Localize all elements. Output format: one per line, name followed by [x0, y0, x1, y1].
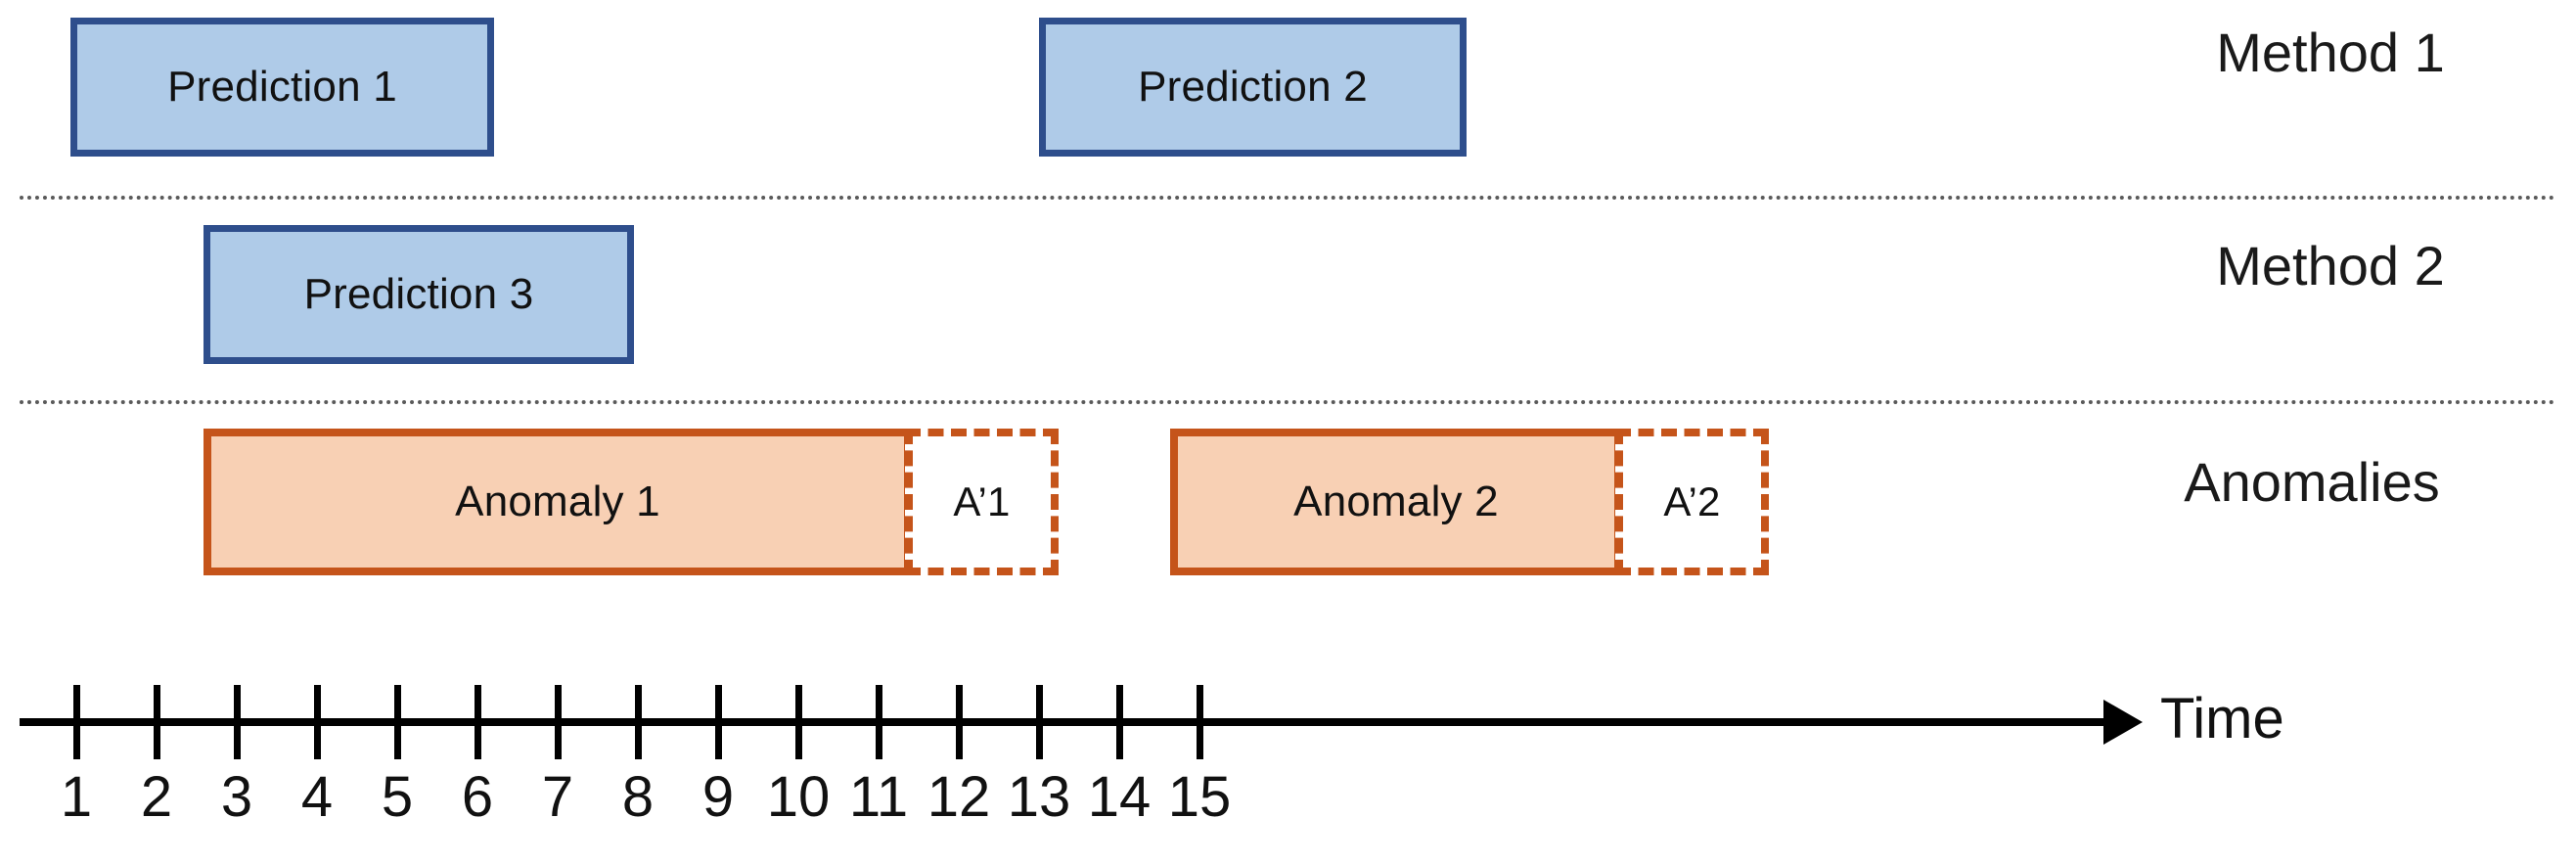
row-label-method-1: Method 1: [2216, 22, 2445, 83]
axis-tick-label-15: 15: [1167, 765, 1232, 829]
prediction-2-label: Prediction 2: [1138, 63, 1368, 111]
axis-tick-5: [394, 685, 401, 759]
time-axis-line: [20, 718, 2113, 726]
axis-tick-8: [635, 685, 642, 759]
axis-tick-label-9: 9: [701, 765, 735, 829]
axis-tick-label-8: 8: [621, 765, 655, 829]
prediction-2-box[interactable]: Prediction 2: [1039, 18, 1467, 157]
axis-tick-4: [314, 685, 321, 759]
separator-1: [20, 196, 2556, 200]
axis-tick-15: [1197, 685, 1203, 759]
axis-tick-label-5: 5: [381, 765, 414, 829]
axis-tick-13: [1036, 685, 1043, 759]
anomaly-2-extension-box[interactable]: A’2: [1615, 429, 1769, 575]
axis-tick-6: [475, 685, 481, 759]
prediction-1-label: Prediction 1: [167, 63, 397, 111]
anomaly-2-box[interactable]: Anomaly 2: [1170, 429, 1622, 575]
axis-tick-label-12: 12: [926, 765, 991, 829]
axis-tick-10: [795, 685, 802, 759]
axis-tick-label-13: 13: [1007, 765, 1071, 829]
time-axis-title: Time: [2160, 687, 2284, 750]
axis-tick-label-4: 4: [300, 765, 334, 829]
axis-tick-11: [876, 685, 882, 759]
axis-tick-label-1: 1: [60, 765, 93, 829]
axis-tick-label-10: 10: [766, 765, 831, 829]
anomaly-1-extension-label: A’1: [953, 478, 1011, 524]
axis-tick-14: [1116, 685, 1123, 759]
axis-tick-label-3: 3: [220, 765, 253, 829]
row-label-anomalies: Anomalies: [2184, 451, 2440, 513]
anomaly-2-extension-label: A’2: [1663, 478, 1721, 524]
separator-2: [20, 400, 2556, 404]
anomaly-1-label: Anomaly 1: [455, 477, 660, 525]
axis-tick-label-11: 11: [848, 765, 909, 829]
time-axis-arrow-icon: [2103, 700, 2143, 745]
prediction-3-box[interactable]: Prediction 3: [203, 225, 634, 364]
anomaly-2-label: Anomaly 2: [1293, 477, 1499, 525]
axis-tick-7: [555, 685, 562, 759]
axis-tick-label-14: 14: [1087, 765, 1152, 829]
row-label-method-2: Method 2: [2216, 235, 2445, 296]
anomaly-1-extension-box[interactable]: A’1: [905, 429, 1059, 575]
axis-tick-2: [154, 685, 160, 759]
axis-tick-1: [73, 685, 80, 759]
axis-tick-label-6: 6: [461, 765, 494, 829]
anomaly-1-box[interactable]: Anomaly 1: [203, 429, 912, 575]
prediction-1-box[interactable]: Prediction 1: [70, 18, 494, 157]
axis-tick-9: [715, 685, 722, 759]
axis-tick-12: [956, 685, 963, 759]
axis-tick-label-7: 7: [541, 765, 574, 829]
axis-tick-3: [234, 685, 241, 759]
axis-tick-label-2: 2: [140, 765, 173, 829]
prediction-3-label: Prediction 3: [303, 270, 534, 318]
